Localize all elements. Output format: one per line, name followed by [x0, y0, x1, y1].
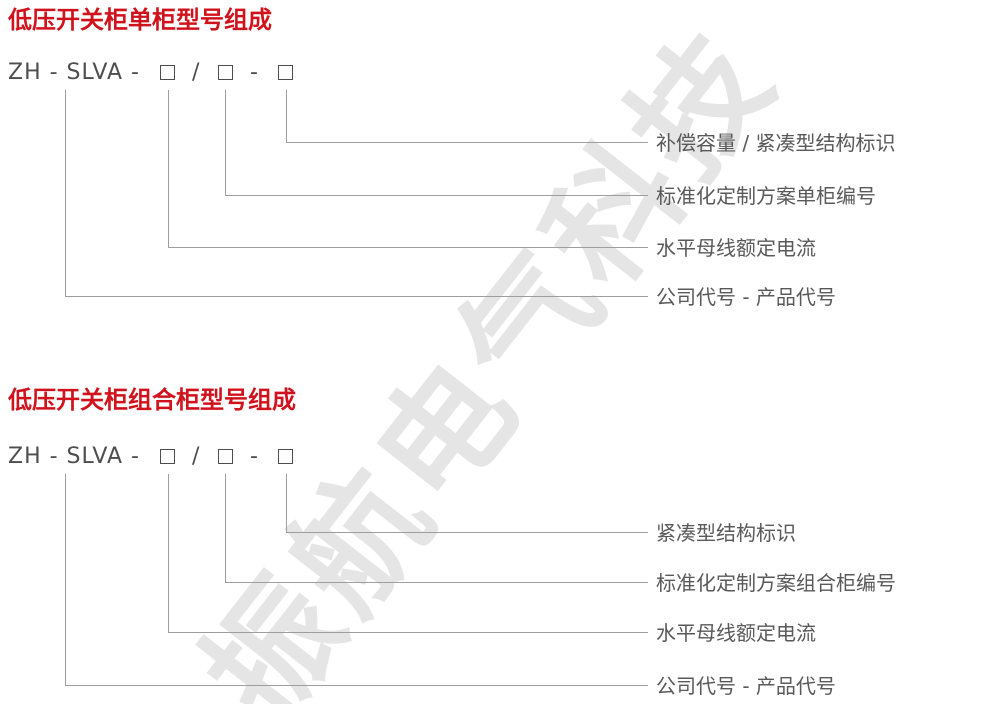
model-part-label: 紧凑型结构标识 [656, 521, 796, 545]
model-placeholder-box [160, 449, 175, 464]
model-part-label: 公司代号 - 产品代号 [656, 674, 836, 698]
model-placeholder-box [218, 65, 233, 80]
model-part-label: 标准化定制方案单柜编号 [656, 184, 876, 208]
section-title-single-cabinet: 低压开关柜单柜型号组成 [8, 6, 272, 34]
model-code-combined: ZH - SLVA - / - [8, 442, 338, 472]
connector-line [225, 474, 648, 583]
model-part-label: 水平母线额定电流 [656, 621, 816, 645]
model-placeholder-box [278, 65, 293, 80]
model-separator-dash: - [250, 444, 259, 469]
model-part-label: 水平母线额定电流 [656, 236, 816, 260]
connector-line [286, 90, 648, 143]
connector-line [225, 90, 648, 196]
model-placeholder-box [278, 449, 293, 464]
connector-line [286, 474, 648, 533]
model-placeholder-box [218, 449, 233, 464]
model-part-label: 标准化定制方案组合柜编号 [656, 571, 896, 595]
model-prefix: ZH - SLVA - [8, 444, 140, 469]
model-separator-dash: - [250, 60, 259, 85]
connector-line [168, 90, 648, 248]
model-part-label: 补偿容量 / 紧凑型结构标识 [656, 131, 896, 155]
connector-line [65, 90, 648, 297]
connector-line [65, 474, 648, 686]
connector-line [168, 474, 648, 633]
model-code-single: ZH - SLVA - / - [8, 58, 338, 88]
model-separator-slash: / [192, 444, 201, 469]
model-prefix: ZH - SLVA - [8, 60, 140, 85]
model-part-label: 公司代号 - 产品代号 [656, 285, 836, 309]
model-separator-slash: / [192, 60, 201, 85]
section-title-combined-cabinet: 低压开关柜组合柜型号组成 [8, 386, 296, 414]
model-placeholder-box [160, 65, 175, 80]
